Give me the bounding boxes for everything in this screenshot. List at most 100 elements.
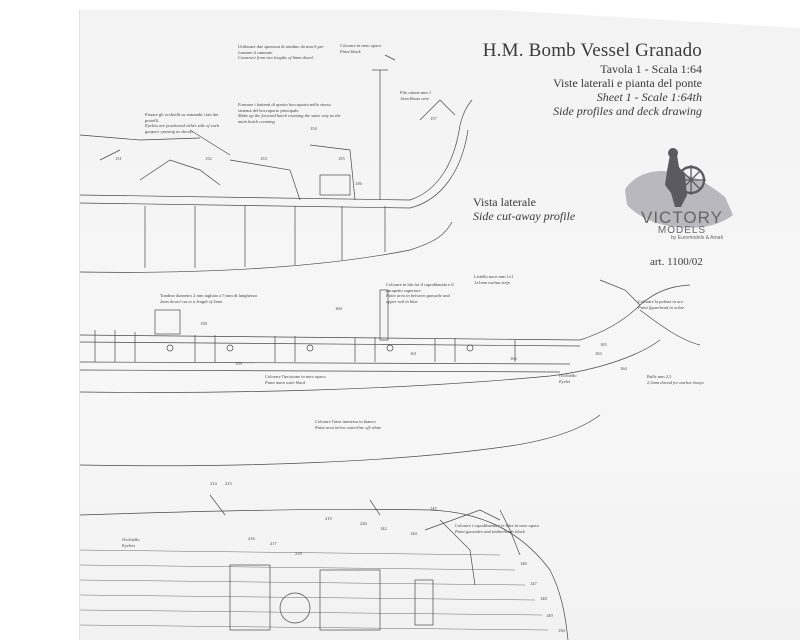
part-number-label: 150 — [558, 628, 566, 633]
mid-mast-stump — [379, 289, 389, 341]
part-number-label: 148 — [540, 596, 548, 601]
part-number-label: 146 — [520, 561, 528, 566]
part-number-label: 144 — [410, 531, 418, 536]
note-hatch-coaming: Formare i battenti di questo boccaporto … — [238, 102, 341, 124]
upper-stern-line — [80, 134, 201, 141]
mid-cutwater — [639, 309, 701, 346]
mid-stern-cabin — [154, 309, 181, 335]
note-cannon: Utilizzate due spezzoni di tondino da mm… — [238, 44, 324, 60]
deck-cathead — [499, 509, 521, 556]
mid-hull-curve — [80, 339, 661, 393]
part-number-label: 219 — [325, 516, 333, 521]
part-number-label: 145 — [430, 506, 438, 511]
part-number-label: 216 — [248, 536, 256, 541]
upper-fitting-a — [139, 159, 221, 186]
part-number-label: 159 — [235, 361, 243, 366]
part-number-label: 153 — [260, 156, 268, 161]
part-number-label: 165 — [600, 342, 608, 347]
mid-bowsprit — [599, 279, 641, 306]
upper-stanchions — [144, 206, 386, 268]
upper-mast-flag — [384, 54, 396, 61]
mid-rail-top — [80, 334, 581, 341]
upper-fitting-b — [229, 159, 301, 201]
part-number-label: 214 — [210, 481, 218, 486]
deck-hatch-1 — [229, 564, 271, 631]
part-number-label: 215 — [225, 481, 233, 486]
article-number: art. 1100/02 — [650, 256, 703, 268]
part-number-label: 147 — [530, 581, 538, 586]
part-number-label: 220 — [360, 521, 368, 526]
plan-subtitle-4: Side profiles and deck drawing — [553, 104, 702, 118]
brand-tagline: by Euromodels & Amati — [670, 235, 723, 241]
mid-wale-top — [80, 361, 571, 365]
mid-bow-head — [579, 284, 691, 341]
upper-hull-bottom — [80, 221, 453, 273]
part-number-label: 152 — [205, 156, 212, 161]
plan-subtitle-3: Sheet 1 - Scale 1:64th — [596, 90, 702, 104]
upper-bow-curve — [409, 99, 473, 201]
part-number-label: 158 — [200, 321, 208, 326]
note-blue-paint: Colorare in blu fra il capodibanda e il … — [386, 282, 454, 304]
part-number-label: 142 — [380, 526, 387, 531]
mid-wale-bottom — [80, 369, 561, 373]
part-number-label: 157 — [430, 116, 438, 121]
brand-sub: MODELS — [657, 225, 707, 236]
part-number-label: 149 — [546, 613, 554, 618]
note-dowel: Tondino diametro 2 mm tagliato a 5 mm di… — [160, 293, 257, 304]
part-number-label: 160 — [335, 306, 343, 311]
brand-block: VICTORY MODELS by Euromodels & Amati — [641, 208, 723, 241]
mid-gunports — [166, 344, 474, 352]
part-number-label: 156 — [355, 181, 363, 186]
upper-mortar-bed — [319, 174, 351, 196]
part-number-label: 154 — [310, 126, 318, 131]
title-block: H.M. Bomb Vessel Granado Tavola 1 - Scal… — [483, 40, 702, 118]
deck-leader — [209, 494, 226, 516]
part-number-label: 217 — [270, 541, 278, 546]
upper-leader-2 — [189, 129, 231, 156]
mid-stanchions — [94, 330, 516, 362]
brand-name: VICTORY — [641, 208, 723, 227]
upper-bow-rail — [419, 99, 456, 121]
plan-title: H.M. Bomb Vessel Granado — [482, 40, 702, 61]
upper-leader-1 — [99, 149, 121, 161]
deck-mortar-ring — [279, 592, 311, 624]
plan-sheet: 214 215 216 217 218 219 220 142 144 145 146 147 148 1… — [80, 10, 800, 640]
upper-deck-line — [80, 194, 411, 201]
deck-planking — [80, 549, 549, 631]
plan-subtitle-2: Viste laterali e pianta del ponte — [553, 76, 702, 90]
note-gunwales: Colorare i capodibanda e le bitte in ner… — [455, 523, 540, 534]
part-number-label: 161 — [410, 351, 417, 356]
deck-leader-2 — [369, 499, 381, 516]
deck-hatch-2 — [319, 569, 381, 631]
upper-deck-line-2 — [80, 202, 411, 209]
note-eyelets-gunport: Fissare gli occhielli su entrambi i lati… — [145, 112, 220, 134]
profile-label: Vista laterale Side cut-away profile — [473, 195, 575, 223]
upper-fitting-c — [309, 144, 356, 201]
profile-label-it: Vista laterale — [473, 195, 536, 209]
deck-hatch-3 — [414, 579, 434, 626]
part-number-label: 155 — [338, 156, 346, 161]
part-number-label: 163 — [595, 351, 603, 356]
part-number-label: 164 — [620, 366, 628, 371]
deck-outline-upper — [80, 508, 569, 640]
profile-label-en: Side cut-away profile — [473, 209, 576, 223]
plan-subtitle-1: Tavola 1 - Scala 1:64 — [600, 62, 702, 76]
mid-rail-2 — [80, 341, 581, 347]
part-number-label: 162 — [510, 356, 517, 361]
upper-bow-curve-2 — [409, 129, 469, 209]
part-number-label: 151 — [115, 156, 122, 161]
deck-anchor-fitting — [439, 519, 476, 586]
ship-plan-drawing: 214 215 216 217 218 219 220 142 144 145 146 147 148 1… — [80, 54, 701, 640]
part-number-label: 218 — [295, 551, 303, 556]
victory-logo-icon — [625, 148, 733, 228]
mid-waterline — [80, 414, 601, 467]
